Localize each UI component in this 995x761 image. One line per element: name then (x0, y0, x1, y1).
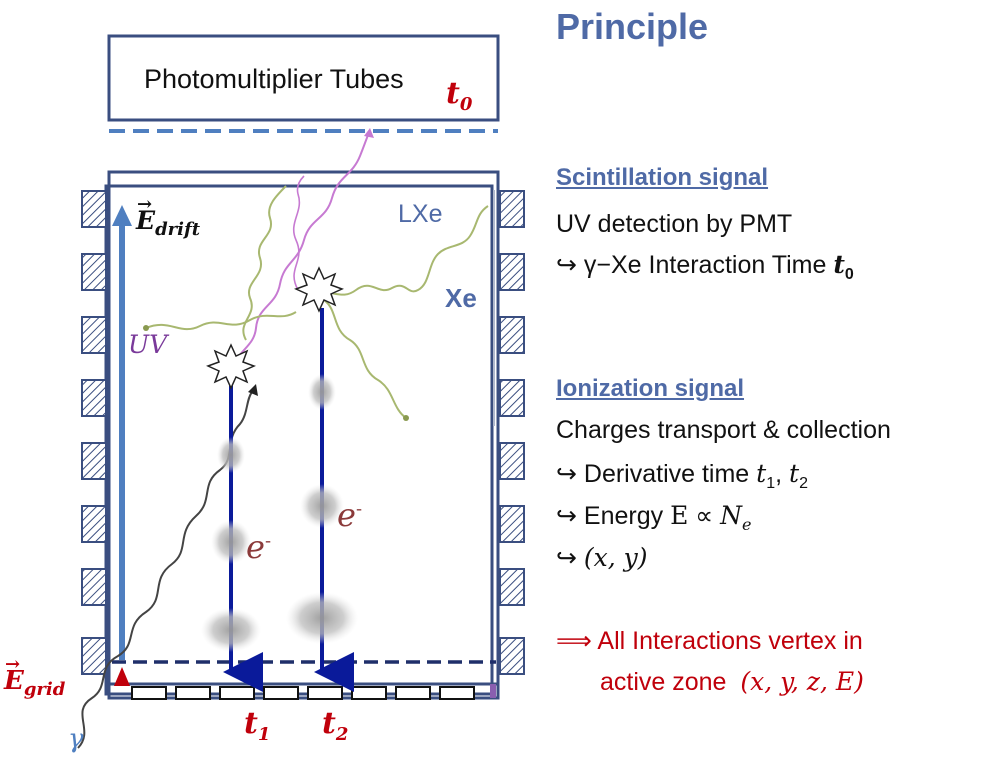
pmt-box (107, 34, 500, 122)
t1-label: t1 (244, 706, 271, 745)
electron-cloud (217, 437, 245, 473)
right-electrodes (499, 190, 525, 675)
t0-overlay-label: t0 (446, 76, 473, 115)
scintillation-heading: Scintillation signal (556, 164, 769, 191)
pmt-label: Photomultiplier Tubes (144, 64, 404, 94)
scintillation-line2: ↪ γ−Xe Interaction Time t0 (556, 250, 854, 283)
e-grid-arrow (114, 667, 130, 686)
ionization-heading: Ionization signal (556, 375, 745, 402)
e-drift-label: E→drift (136, 194, 201, 240)
conclusion-line1: ⟹ All Interactions vertex in (556, 627, 863, 655)
electron-label-2: e- (337, 496, 363, 534)
uv-label: UV (128, 330, 168, 359)
ionization-line3: ↪ Energy E ∝ Ne (556, 501, 752, 534)
uv-photon-track-5 (323, 299, 407, 419)
lxe-label: LXe (398, 200, 443, 228)
ionization-line2: ↪ Derivative time t1, t2 (556, 459, 808, 492)
t2-label: t2 (322, 706, 349, 745)
readout-pads (131, 686, 475, 700)
e-grid-label: E→grid (4, 654, 66, 701)
electron-label-1: e- (246, 528, 272, 566)
electron-cloud (300, 484, 344, 528)
electron-cloud (201, 608, 261, 652)
uv-photon-track-1 (231, 129, 371, 373)
electron-cloud (308, 374, 336, 410)
electron-cloud (211, 520, 251, 564)
electron-cloud (286, 592, 358, 644)
left-electrodes (81, 190, 107, 675)
gamma-label: γ (68, 724, 84, 754)
uv-photon-track-3 (242, 185, 287, 341)
ionization-line1: Charges transport & collection (556, 416, 891, 444)
ionization-line4: ↪ (x, y) (556, 543, 648, 572)
uv-photon-track-6 (292, 175, 305, 291)
uv-photon-track-2 (145, 311, 297, 331)
conclusion-line2: active zone (x, y, z, E) (600, 667, 864, 696)
vessel-outer (107, 170, 500, 700)
t0-overlay-text: t (446, 76, 460, 111)
page-title: Principle (556, 6, 709, 47)
xe-label: Xe (445, 283, 477, 313)
scintillation-line1: UV detection by PMT (556, 210, 793, 238)
uv-photon-track-4 (311, 205, 489, 297)
interaction-burst-2 (294, 266, 344, 313)
interaction-burst-1 (206, 343, 256, 390)
